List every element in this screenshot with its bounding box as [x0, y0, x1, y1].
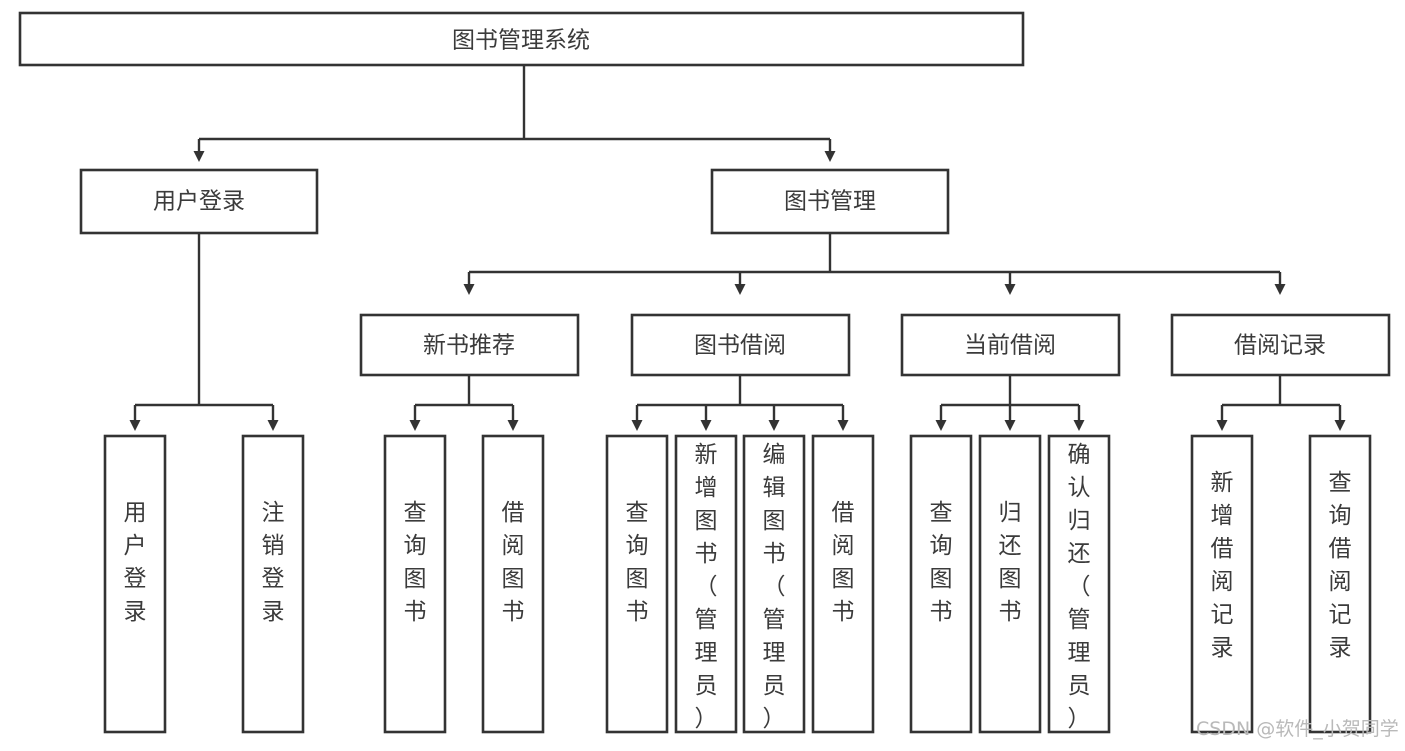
- node-leaf-borrow-book-1-label: 借阅图书: [502, 500, 525, 625]
- node-leaf-query-book-1-box[interactable]: [383, 434, 447, 734]
- node-new-book-recommend[interactable]: 新书推荐: [359, 313, 580, 377]
- node-root-box[interactable]: [18, 11, 1025, 67]
- node-leaf-query-book-2-box[interactable]: [605, 434, 669, 734]
- node-leaf-logout-box[interactable]: [241, 434, 305, 734]
- node-leaf-return-book-label: 归还图书: [999, 500, 1022, 625]
- node-leaf-user-login-box[interactable]: [103, 434, 167, 734]
- node-leaf-edit-book-box[interactable]: [742, 434, 806, 734]
- node-leaf-query-book-2-label: 查询图书: [626, 500, 649, 625]
- node-leaf-add-book-label: 新增图书（管理员）: [695, 442, 718, 732]
- node-current-borrow-box[interactable]: [900, 313, 1121, 377]
- node-leaf-confirm-return[interactable]: 确认归还（管理员）: [1047, 434, 1111, 734]
- node-leaf-add-book[interactable]: 新增图书（管理员）: [674, 434, 738, 734]
- node-leaf-query-book-2[interactable]: 查询图书: [605, 434, 669, 734]
- node-leaf-borrow-book-2-box[interactable]: [811, 434, 875, 734]
- node-leaf-return-book-box[interactable]: [978, 434, 1042, 734]
- node-leaf-borrow-book-2-label: 借阅图书: [832, 500, 855, 625]
- node-leaf-query-book-3[interactable]: 查询图书: [909, 434, 973, 734]
- node-leaf-add-record[interactable]: 新增借阅记录: [1190, 434, 1254, 734]
- node-book-borrow-box[interactable]: [630, 313, 851, 377]
- node-root[interactable]: 图书管理系统: [18, 11, 1025, 67]
- node-leaf-logout-label: 注销登录: [262, 500, 285, 625]
- node-leaf-query-record-box[interactable]: [1308, 434, 1372, 734]
- node-leaf-user-login-label: 用户登录: [124, 500, 147, 625]
- node-book-management-box[interactable]: [710, 168, 950, 235]
- node-leaf-return-book[interactable]: 归还图书: [978, 434, 1042, 734]
- node-leaf-confirm-return-label: 确认归还（管理员）: [1068, 442, 1091, 732]
- node-borrow-record-label: 借阅记录: [1234, 333, 1326, 359]
- node-leaf-borrow-book-2[interactable]: 借阅图书: [811, 434, 875, 734]
- node-user-login-box[interactable]: [79, 168, 319, 235]
- node-leaf-add-record-label: 新增借阅记录: [1211, 470, 1234, 661]
- node-leaf-query-book-1-label: 查询图书: [404, 500, 427, 625]
- node-leaf-edit-book[interactable]: 编辑图书（管理员）: [742, 434, 806, 734]
- node-leaf-user-login[interactable]: 用户登录: [103, 434, 167, 734]
- node-book-borrow-label: 图书借阅: [694, 333, 786, 359]
- node-leaf-add-book-box[interactable]: [674, 434, 738, 734]
- node-current-borrow[interactable]: 当前借阅: [900, 313, 1121, 377]
- node-book-borrow[interactable]: 图书借阅: [630, 313, 851, 377]
- node-leaf-logout[interactable]: 注销登录: [241, 434, 305, 734]
- node-new-book-recommend-label: 新书推荐: [423, 333, 515, 359]
- connector-layer: [129, 65, 1346, 431]
- node-current-borrow-label: 当前借阅: [964, 333, 1056, 359]
- node-leaf-edit-book-label: 编辑图书（管理员）: [763, 442, 786, 732]
- node-leaf-borrow-book-1[interactable]: 借阅图书: [481, 434, 545, 734]
- node-new-book-recommend-box[interactable]: [359, 313, 580, 377]
- node-leaf-query-record[interactable]: 查询借阅记录: [1308, 434, 1372, 734]
- node-borrow-record-box[interactable]: [1170, 313, 1391, 377]
- node-leaf-borrow-book-1-box[interactable]: [481, 434, 545, 734]
- node-book-management[interactable]: 图书管理: [710, 168, 950, 235]
- node-book-management-label: 图书管理: [784, 189, 876, 215]
- node-leaf-query-book-1[interactable]: 查询图书: [383, 434, 447, 734]
- node-user-login-label: 用户登录: [153, 189, 245, 215]
- node-leaf-add-record-box[interactable]: [1190, 434, 1254, 734]
- node-user-login[interactable]: 用户登录: [79, 168, 319, 235]
- node-borrow-record[interactable]: 借阅记录: [1170, 313, 1391, 377]
- node-root-label: 图书管理系统: [452, 28, 590, 54]
- node-leaf-confirm-return-box[interactable]: [1047, 434, 1111, 734]
- csdn-watermark: CSDN @软件_小贺同学: [1196, 718, 1399, 740]
- node-leaf-query-book-3-label: 查询图书: [930, 500, 953, 625]
- node-leaf-query-record-label: 查询借阅记录: [1329, 470, 1352, 661]
- node-leaf-query-book-3-box[interactable]: [909, 434, 973, 734]
